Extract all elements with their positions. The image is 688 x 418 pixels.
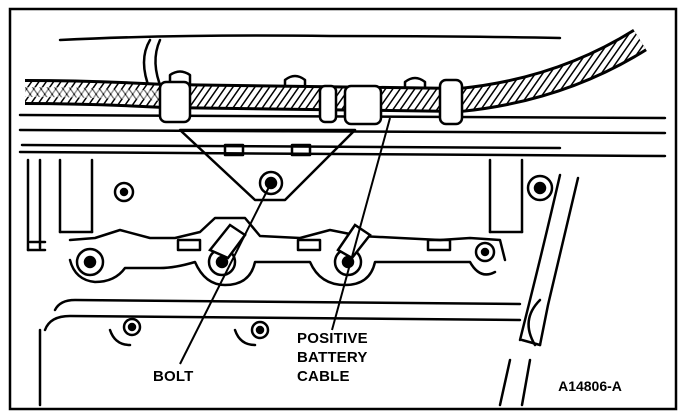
bolt-label: BOLT (153, 368, 194, 385)
cable-label-line2: BATTERY (297, 349, 368, 366)
battery-cable-artwork (24, 28, 647, 126)
cable-label-line3: CABLE (297, 368, 350, 385)
engine-artwork (18, 34, 667, 407)
fasteners-artwork (75, 170, 554, 340)
cable-leader-line (331, 117, 391, 331)
figure-frame (8, 7, 678, 411)
bolt-leader-line (179, 182, 272, 365)
cable-label-line1: POSITIVE (297, 330, 368, 347)
figure-id: A14806-A (558, 378, 622, 394)
